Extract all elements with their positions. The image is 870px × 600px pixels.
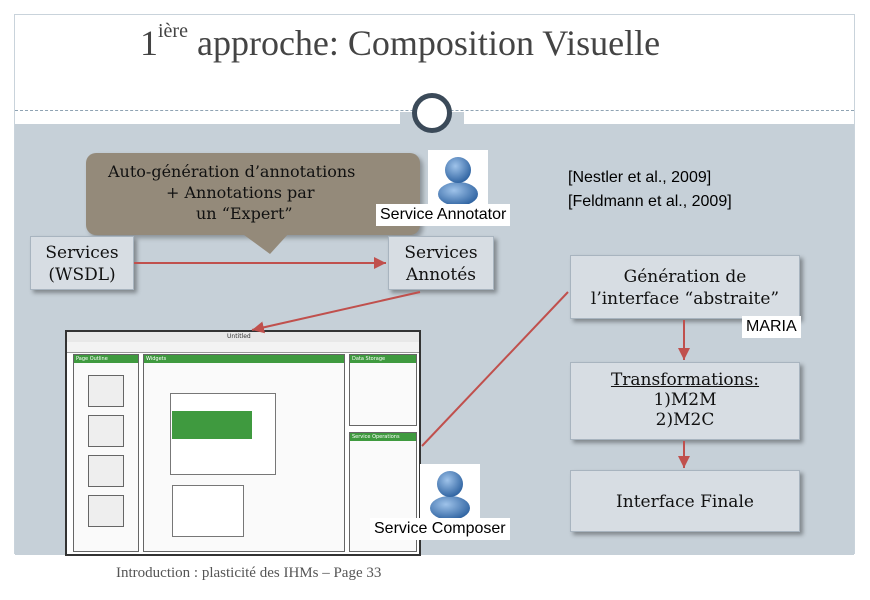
data-storage-panel: Data Storage bbox=[349, 354, 417, 426]
user-icon bbox=[430, 471, 470, 520]
services-annotes-box: Services Annotés bbox=[388, 236, 494, 290]
interface-finale-label: Interface Finale bbox=[616, 492, 754, 512]
interface-finale-box: Interface Finale bbox=[570, 470, 800, 532]
callout-line-3: un “Expert” bbox=[196, 204, 293, 223]
generation-box: Génération de l’interface “abstraite” bbox=[570, 255, 800, 319]
service-annotator-label: Service Annotator bbox=[376, 204, 511, 226]
browser-toolbar bbox=[67, 342, 419, 353]
services-wsdl-line2: (WSDL) bbox=[48, 265, 116, 285]
data-storage-header: Data Storage bbox=[350, 355, 416, 363]
annotation-callout: Auto-génération d’annotations + Annotati… bbox=[86, 153, 420, 235]
page-outline-header: Page Outline bbox=[74, 355, 138, 363]
annotator-avatar bbox=[428, 150, 488, 206]
composer-avatar bbox=[420, 464, 480, 520]
callout-line-2: + Annotations par bbox=[166, 183, 315, 202]
callout-line-1: Auto-génération d’annotations bbox=[108, 162, 356, 181]
slide-title: 1ière approche: Composition Visuelle bbox=[140, 20, 661, 63]
transformations-box: Transformations: 1)M2M 2)M2C bbox=[570, 362, 800, 440]
reference-feldmann: [Feldmann et al., 2009] bbox=[568, 193, 732, 210]
services-annotes-line2: Annotés bbox=[405, 265, 477, 285]
arrow-screenshot-to-generation bbox=[421, 291, 569, 447]
widgets-panel: Widgets bbox=[143, 354, 345, 552]
page-outline-panel: Page Outline bbox=[73, 354, 139, 552]
reference-nestler: [Nestler et al., 2009] bbox=[568, 169, 712, 186]
callout-tail bbox=[240, 232, 290, 254]
references: [Nestler et al., 2009] [Feldmann et al.,… bbox=[568, 166, 732, 214]
transformations-step2: 2)M2C bbox=[655, 410, 715, 430]
slide-footer: Introduction : plasticité des IHMs – Pag… bbox=[116, 565, 382, 581]
generation-line1: Génération de bbox=[623, 267, 747, 287]
transformations-step1: 1)M2M bbox=[653, 390, 717, 410]
service-composer-label: Service Composer bbox=[370, 518, 510, 540]
services-wsdl-box: Services (WSDL) bbox=[30, 236, 134, 290]
transformations-title: Transformations: bbox=[610, 370, 760, 390]
widgets-header: Widgets bbox=[144, 355, 344, 363]
service-operations-header: Service Operations bbox=[350, 433, 416, 441]
user-icon bbox=[438, 157, 478, 206]
ring-icon bbox=[412, 93, 452, 133]
arrow-annotes-to-screenshot bbox=[251, 291, 421, 334]
window-title: Untitled bbox=[227, 333, 251, 340]
services-wsdl-line1: Services bbox=[45, 243, 119, 263]
maria-label: MARIA bbox=[742, 316, 801, 338]
generation-line2: l’interface “abstraite” bbox=[590, 289, 780, 309]
services-annotes-line1: Services bbox=[404, 243, 478, 263]
